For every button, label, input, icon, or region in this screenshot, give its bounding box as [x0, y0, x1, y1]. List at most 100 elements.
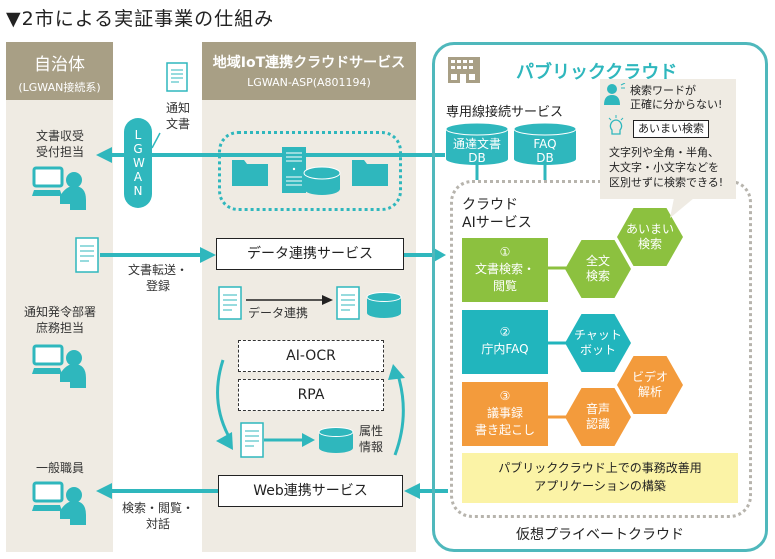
arrow-right-icon	[322, 295, 333, 305]
arrow-right-icon	[302, 433, 315, 447]
lgwan-network: LGWAN	[124, 118, 152, 208]
lgwan-label: LGWAN	[133, 128, 145, 198]
attribute-line1: 属性	[358, 424, 383, 438]
infrastructure-group	[218, 131, 402, 211]
virtual-private-cloud-label: 仮想プライベートクラウド	[516, 527, 684, 543]
ai-services-heading: クラウド AIサービス	[462, 196, 532, 232]
dedicated-line-label: 専用線接続サービス	[446, 105, 564, 120]
arrow-right-icon	[200, 247, 216, 263]
hex-full-text-line2: 検索	[585, 269, 610, 283]
callout-problem: 検索ワードが 正確に分からない!	[630, 84, 722, 112]
rpa-box: RPA	[238, 379, 384, 411]
document-icon	[75, 237, 99, 273]
document-icon	[218, 286, 242, 320]
role-general-affairs-label: 通知発令部署 庶務担当	[10, 304, 110, 336]
notice-db-line1: 通達文書	[452, 137, 501, 151]
hex-chatbot-line2: ボット	[579, 343, 616, 357]
data-link-label: データ連携	[248, 306, 309, 320]
transfer-line1: 文書転送・	[127, 263, 188, 277]
arrow-cycle-icon	[216, 432, 233, 450]
document-icon	[336, 286, 360, 320]
callout-tail	[670, 198, 694, 218]
iot-cloud-subheading: LGWAN-ASP(A801194)	[247, 76, 371, 89]
service-2-line1: 庁内FAQ	[481, 342, 529, 356]
role-reception-line2: 受付担当	[35, 145, 84, 159]
public-cloud-container	[432, 42, 768, 552]
municipality-column	[6, 42, 113, 552]
hex-chatbot-line1: チャット	[574, 328, 622, 342]
service-2-num: ②	[499, 325, 511, 339]
callout-problem-line1: 検索ワードが	[630, 84, 696, 97]
public-cloud-heading: パブリッククラウド	[516, 62, 678, 83]
notice-doc-line1: 通知	[165, 101, 190, 115]
service-3-line1: 議事録	[486, 406, 523, 420]
callout-problem-line2: 正確に分からない!	[630, 98, 723, 111]
app-box-line1: パブリッククラウド上での事務改善用	[498, 461, 702, 475]
hex-fuzzy-line2: 検索	[637, 237, 662, 251]
iot-cloud-heading: 地域IoT連携クラウドサービス	[212, 55, 406, 71]
transfer-line2: 登録	[145, 279, 170, 293]
iot-cloud-header: 地域IoT連携クラウドサービス LGWAN-ASP(A801194)	[202, 42, 416, 100]
building-icon	[448, 57, 480, 83]
callout-desc-line2: 大文字・小文字などを	[609, 161, 719, 174]
hex-speech-line2: 認識	[585, 417, 610, 431]
role-staff-line1: 一般職員	[35, 461, 84, 475]
ai-heading-line1: クラウド	[462, 197, 518, 213]
attribute-info-label: 属性 情報	[356, 423, 386, 455]
hex-video-line1: ビデオ	[631, 370, 668, 384]
user-computer-icon	[32, 344, 86, 388]
search-label: 検索・閲覧・ 対話	[113, 500, 203, 532]
arrow-left-icon	[96, 147, 112, 163]
service-1-line1: 文書検索・	[474, 262, 535, 276]
person-icon	[604, 83, 626, 105]
database-icon	[513, 122, 577, 165]
role-reception-line1: 文書収受	[35, 129, 84, 143]
user-computer-icon	[32, 166, 86, 210]
fuzzy-search-tag: あいまい検索	[633, 120, 709, 138]
municipality-heading: 自治体	[34, 55, 85, 75]
folder-icon	[232, 160, 268, 186]
callout-description: 文字列や全角・半角、 大文字・小文字などを 区別せずに検索できる!	[609, 145, 723, 190]
notice-db-label: 通達文書 DB	[445, 137, 509, 165]
municipality-header: 自治体 (LGWAN接続系)	[6, 42, 113, 100]
role-reception-label: 文書収受 受付担当	[20, 128, 100, 160]
faq-db-label: FAQ DB	[513, 137, 577, 165]
service-internal-faq: ② 庁内FAQ	[462, 310, 548, 374]
role-staff-label: 一般職員	[20, 460, 100, 476]
attribute-line2: 情報	[358, 440, 383, 454]
callout-desc-line3: 区別せずに検索できる!	[609, 176, 724, 189]
service-document-search: ① 文書検索・ 閲覧	[462, 238, 548, 302]
diagram-title: ▼2市による実証事業の仕組み	[6, 8, 275, 30]
search-line2: 対話	[145, 517, 170, 531]
folder-icon	[352, 160, 388, 186]
hex-full-text-line1: 全文	[585, 254, 610, 268]
service-1-line2: 閲覧	[492, 279, 517, 293]
faq-db-line1: FAQ	[533, 137, 557, 151]
arrow-left-icon	[404, 483, 420, 499]
faq-db-line2: DB	[536, 151, 554, 165]
notice-doc-label: 通知 文書	[158, 100, 198, 132]
notice-db-line2: DB	[468, 151, 486, 165]
database-icon	[318, 427, 354, 453]
hex-video-line2: 解析	[637, 385, 662, 399]
notice-doc-line2: 文書	[165, 117, 190, 131]
app-development-box: パブリッククラウド上での事務改善用 アプリケーションの構築	[462, 453, 738, 503]
hex-speech-line1: 音声	[585, 402, 610, 416]
document-icon	[166, 62, 188, 92]
arrow-right-icon	[432, 247, 446, 263]
app-box-line2: アプリケーションの構築	[534, 479, 666, 493]
callout-desc-line1: 文字列や全角・半角、	[609, 146, 719, 159]
fuzzy-search-callout	[600, 79, 736, 199]
service-1-num: ①	[499, 245, 511, 259]
document-icon	[240, 422, 264, 458]
arrow-left-icon	[96, 483, 112, 499]
web-link-service: Web連携サービス	[218, 475, 403, 507]
ai-heading-line2: AIサービス	[462, 215, 532, 231]
ai-ocr-box: AI-OCR	[238, 340, 384, 372]
service-minutes-transcription: ③ 議事録 書き起こし	[462, 382, 548, 446]
user-computer-icon	[32, 481, 86, 525]
search-line1: 検索・閲覧・	[121, 501, 194, 515]
database-icon	[366, 292, 402, 318]
lightbulb-icon	[608, 115, 624, 135]
